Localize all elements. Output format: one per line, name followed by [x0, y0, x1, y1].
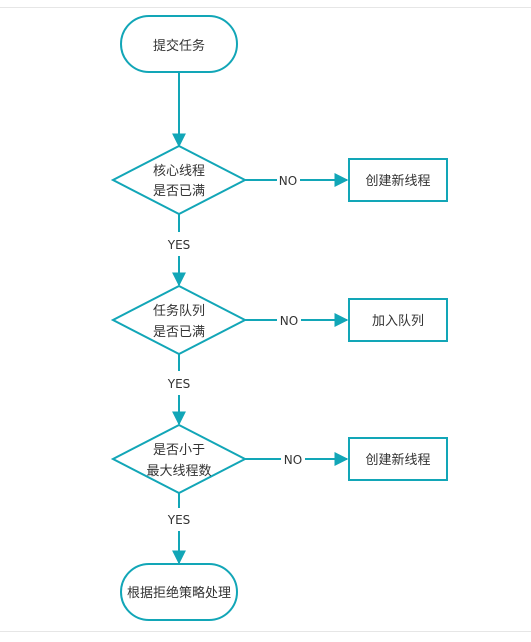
action3-label: 创建新线程: [365, 452, 430, 468]
start-node-label: 提交任务: [153, 38, 205, 54]
edge-yes1-label: YES: [167, 238, 191, 252]
decision1-node[interactable]: 核心线程 是否已满: [110, 144, 248, 216]
decision2-line1: 任务队列: [153, 303, 205, 319]
action2-label: 加入队列: [372, 314, 424, 329]
top-divider: [0, 7, 531, 8]
decision1-line2: 是否已满: [153, 184, 205, 199]
edge-no2-label: NO: [280, 314, 298, 328]
edge-yes2-label: YES: [167, 377, 191, 391]
action3-node[interactable]: 创建新线程: [348, 437, 448, 481]
end-node[interactable]: 根据拒绝策略处理: [120, 563, 238, 621]
edge-yes3-label: YES: [167, 513, 191, 527]
action2-node[interactable]: 加入队列: [348, 298, 448, 342]
action1-node[interactable]: 创建新线程: [348, 158, 448, 202]
decision3-line1: 是否小于: [153, 443, 205, 458]
decision1-line1: 核心线程: [153, 164, 205, 179]
edge-no3-label: NO: [284, 453, 302, 467]
decision2-line2: 是否已满: [153, 325, 205, 340]
decision2-node[interactable]: 任务队列 是否已满: [110, 284, 248, 356]
edge-no1-label: NO: [279, 174, 297, 188]
decision3-node[interactable]: 是否小于 最大线程数: [110, 423, 248, 495]
action1-label: 创建新线程: [365, 173, 430, 189]
end-node-label: 根据拒绝策略处理: [127, 585, 231, 601]
decision3-line2: 最大线程数: [146, 464, 211, 479]
bottom-divider: [0, 631, 531, 632]
start-node[interactable]: 提交任务: [120, 15, 238, 73]
